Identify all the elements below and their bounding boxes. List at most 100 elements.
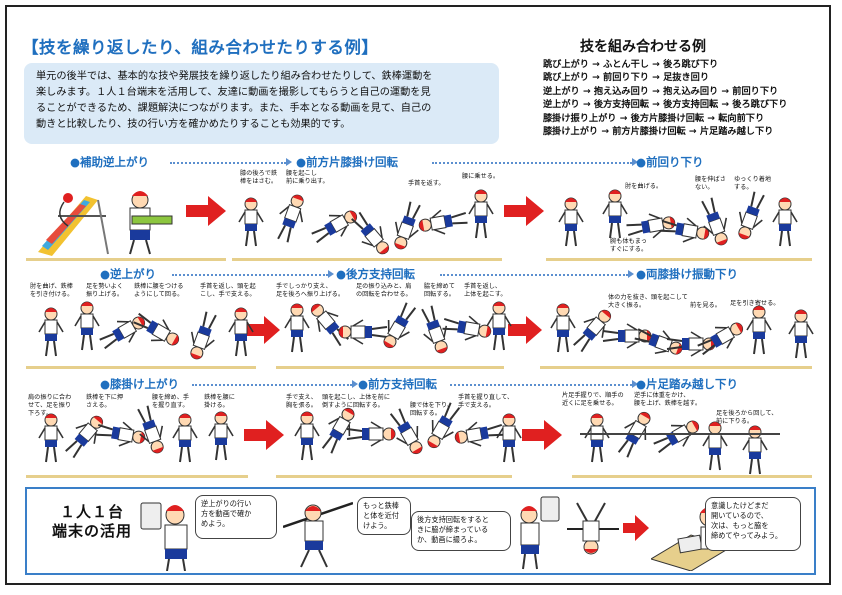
page-frame [5, 5, 831, 585]
horizontal-bar [580, 433, 780, 435]
step-caption: 片足手握りで、順手の近くに足を乗せる。 [562, 392, 624, 407]
red-arrow-icon [508, 316, 542, 344]
section-heading: ●片足踏み越し下り [636, 377, 739, 391]
gymnast-figure [558, 197, 584, 247]
gymnast-figure [442, 315, 492, 341]
gymnast-figure [346, 421, 396, 447]
step-caption: ゆっくり着地する。 [734, 176, 772, 191]
gymnast-figure [697, 322, 744, 356]
flow-dots [432, 162, 632, 164]
gymnast-figure [394, 201, 421, 250]
step-caption: 手首を返す。 [408, 180, 445, 187]
ground-line [276, 475, 512, 478]
gymnast-figure [74, 301, 100, 351]
device-usage-label-line: 端末の活用 [51, 522, 132, 540]
ground-line [276, 366, 504, 369]
flow-arrowhead [286, 158, 292, 166]
gymnast-figure [746, 305, 772, 355]
combination-line: 逆上がり → 抱え込み回り → 抱え込み回り → 前回り下り [543, 85, 779, 97]
device-usage-panel: １人１台 端末の活用 逆上がりの行い方を動画で確かめよう。 もっと鉄棒と体を近付… [25, 487, 816, 575]
gymnast-figure [550, 303, 576, 353]
step-caption: 前を見る。 [690, 302, 721, 309]
intro-line: 動きと比較したり、技の行い方を確かめたりすることも効果的です。 [36, 119, 351, 130]
gymnast-figure [421, 305, 448, 354]
step-caption: 鉄棒を腰に掛ける。 [204, 394, 235, 409]
step-caption: 脇を締めて回転する。 [424, 283, 455, 298]
gymnast-figure [321, 407, 355, 454]
filming-and-rotation-illustration [520, 496, 619, 570]
red-arrow-icon [522, 420, 562, 450]
step-caption: 手首を握り直して、手で支える。 [458, 394, 514, 409]
intro-panel: 単元の後半では、基本的な技や発展技を繰り返したり組み合わせたりして、鉄棒運動を … [24, 63, 499, 144]
step-caption: 足を勢いよく振り上げる。 [86, 283, 124, 298]
gymnast-figure [496, 413, 522, 463]
gymnast-figure [427, 402, 461, 449]
ground-line [540, 366, 812, 369]
gymnast-figure [338, 319, 388, 345]
flow-arrowhead [632, 158, 638, 166]
step-caption: 腕も体もまっすぐにする。 [610, 238, 648, 253]
gymnast-figure [486, 301, 512, 351]
step-caption: 腰を伸ばさない。 [695, 176, 726, 191]
gymnast-figure [418, 209, 468, 235]
flow-arrowhead [628, 270, 634, 278]
ground-line [232, 258, 502, 261]
red-arrow-icon [246, 316, 280, 344]
gymnast-figure [228, 307, 254, 357]
speech-bubble: 逆上がりの行い方を動画で確かめよう。 [195, 495, 277, 539]
gymnast-figure [666, 331, 716, 357]
step-caption: 腰を締め、手を握り直す。 [152, 394, 190, 409]
step-caption: 肘を曲げる。 [625, 183, 663, 190]
red-arrow-icon [504, 196, 544, 226]
step-caption: 鉄棒を下に押さえる。 [86, 394, 124, 409]
section-heading: ●前方片膝掛け回転 [296, 155, 399, 169]
gymnast-figure [701, 197, 728, 246]
intro-line: ることができるため、課題解決につながります。また、手本となる動画を見て、自己の [36, 103, 432, 114]
speech-bubble: もっと鉄棒と体を近付けよう。 [357, 497, 411, 535]
ground-line [26, 475, 248, 478]
gymnast-figure [772, 197, 798, 247]
assisting-student-illustration [129, 191, 173, 255]
device-usage-label: １人１台 端末の活用 [47, 503, 137, 541]
red-arrow-icon [244, 420, 284, 450]
step-caption: 腰を起こし前に乗り出す。 [286, 170, 329, 185]
gymnast-figure [351, 211, 390, 255]
section-heading: ●後方支持回転 [336, 267, 416, 281]
flow-arrowhead [352, 380, 358, 388]
gymnast-figure [389, 408, 423, 455]
step-caption: 手で支え、胸を張る。 [286, 394, 317, 409]
step-caption: 膝の後ろで鉄棒をはさむ。 [240, 170, 278, 185]
step-caption: 頭を起こし、上体を前に倒すように回転する。 [322, 394, 391, 409]
gymnast-figure [38, 413, 64, 463]
red-arrow-icon [186, 196, 226, 226]
gymnast-figure [208, 411, 234, 461]
flow-dots [450, 384, 632, 386]
flow-arrowhead [328, 270, 334, 278]
step-caption: 手首を返し、頭を起こし、手で支える。 [200, 283, 256, 298]
gymnast-figure [702, 421, 728, 471]
gymnast-figure [626, 213, 676, 239]
flow-dots [172, 274, 328, 276]
step-caption: 足を引き寄せる。 [730, 300, 780, 307]
gymnast-figure [284, 303, 310, 353]
step-caption: 手首を返し、上体を起こす。 [464, 283, 507, 298]
step-caption: 足の振り込みと、肩の回転を合わせる。 [356, 283, 412, 298]
ground-line [26, 366, 256, 369]
step-caption: 肩の振りに合わせて、足を振り下ろす。 [28, 394, 72, 417]
step-caption: 逆手に体重をかけ、腰を上げ、鉄棒を越す。 [634, 392, 702, 407]
section-heading: ●逆上がり [100, 267, 157, 281]
speech-bubble: 後方支持回転をするときに脇が締まっているか、動画に撮ろよ。 [411, 511, 511, 551]
gymnast-figure [788, 309, 814, 359]
flow-dots [192, 384, 352, 386]
gymnast-figure [133, 312, 180, 346]
gymnast-figure [311, 210, 358, 244]
section-heading: ●前回り下り [636, 155, 704, 169]
intro-line: 単元の後半では、基本的な技や発展技を繰り返したり組み合わせたりして、鉄棒運動を [36, 71, 433, 82]
gymnast-figure [454, 421, 504, 447]
ground-line [546, 258, 812, 261]
device-usage-label-line: １人１台 [59, 503, 124, 521]
section-heading: ●前方支持回転 [358, 377, 438, 391]
flow-arrowhead [632, 380, 638, 388]
red-arrow-icon [623, 515, 649, 541]
gymnast-figure [172, 413, 198, 463]
